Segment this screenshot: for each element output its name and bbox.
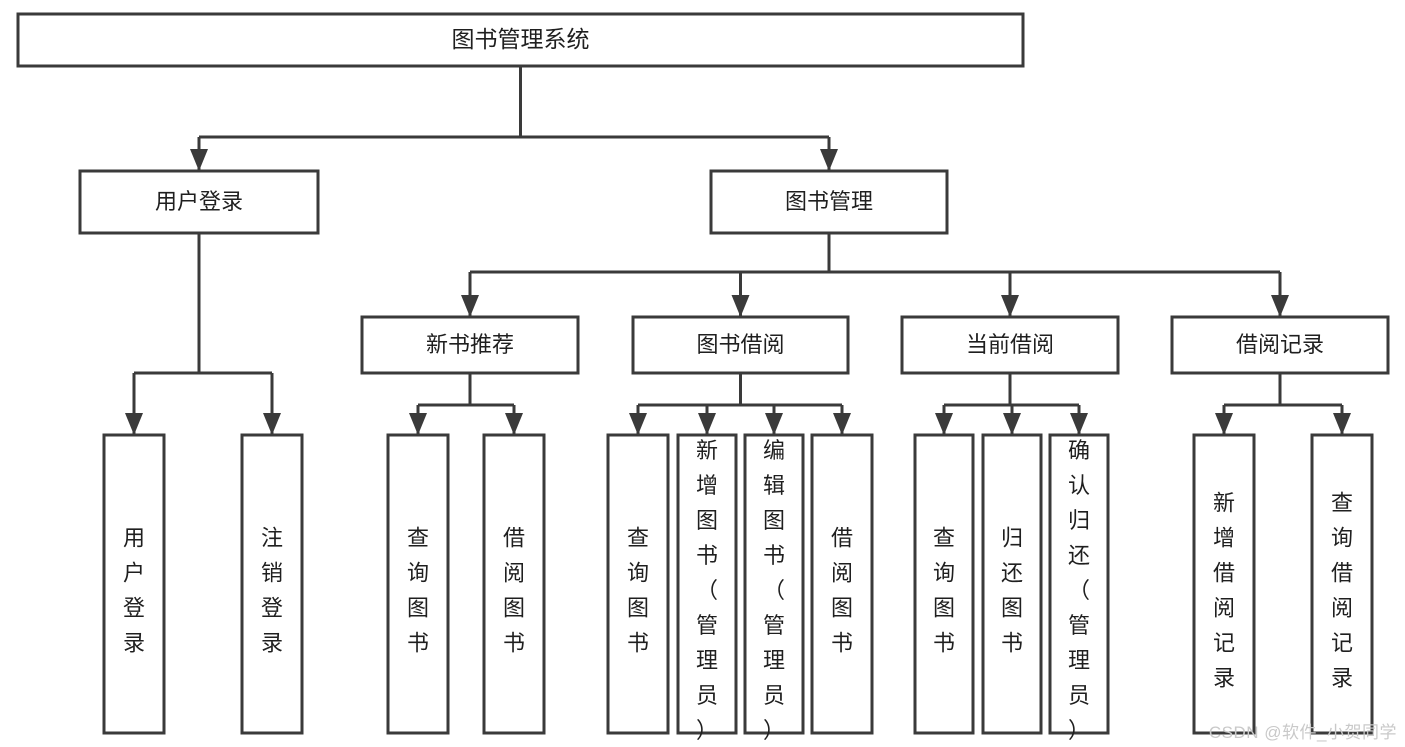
- node-label: 图书管理: [785, 189, 873, 214]
- arrow-head-icon: [1333, 413, 1351, 435]
- arrow-head-icon: [765, 413, 783, 435]
- node-label: 当前借阅: [966, 332, 1054, 357]
- node-leaf-11[interactable]: 确认归还（管理员）: [1048, 433, 1110, 743]
- arrow-head-icon: [190, 149, 208, 171]
- node-label: 新增借阅记录: [1213, 490, 1235, 690]
- node-level3-2[interactable]: 图书借阅: [631, 315, 850, 375]
- node-root-system[interactable]: 图书管理系统: [16, 12, 1025, 68]
- node-label: 借阅图书: [503, 525, 525, 655]
- node-label: 图书管理系统: [452, 26, 590, 52]
- node-leaf-10[interactable]: 归还图书: [981, 433, 1043, 735]
- node-level3-3[interactable]: 当前借阅: [900, 315, 1120, 375]
- arrow-head-icon: [409, 413, 427, 435]
- node-level2-2[interactable]: 图书管理: [709, 169, 949, 235]
- node-leaf-3[interactable]: 查询图书: [386, 433, 450, 735]
- arrow-head-icon: [833, 413, 851, 435]
- node-leaf-13[interactable]: 查询借阅记录: [1310, 433, 1374, 735]
- node-leaf-9[interactable]: 查询图书: [913, 433, 975, 735]
- arrow-head-icon: [263, 413, 281, 435]
- arrow-head-icon: [1271, 295, 1289, 317]
- node-label: 新增图书（管理员）: [696, 438, 718, 743]
- node-label: 查询图书: [407, 525, 429, 655]
- arrow-head-icon: [1003, 413, 1021, 435]
- arrow-head-icon: [731, 295, 750, 317]
- node-leaf-8[interactable]: 借阅图书: [810, 433, 874, 735]
- arrow-head-icon: [1215, 413, 1233, 435]
- node-leaf-12[interactable]: 新增借阅记录: [1192, 433, 1256, 735]
- node-leaf-2[interactable]: 注销登录: [240, 433, 304, 735]
- node-label: 借阅记录: [1236, 332, 1324, 357]
- node-label: 归还图书: [1001, 525, 1023, 655]
- node-leaf-6[interactable]: 新增图书（管理员）: [676, 433, 738, 743]
- node-label: 查询图书: [933, 525, 955, 655]
- arrow-head-icon: [505, 413, 523, 435]
- node-label: 查询借阅记录: [1331, 490, 1353, 690]
- node-label: 用户登录: [155, 189, 243, 214]
- node-label: 注销登录: [261, 525, 283, 655]
- node-level2-1[interactable]: 用户登录: [78, 169, 320, 235]
- node-label: 新书推荐: [426, 332, 514, 357]
- node-label: 用户登录: [123, 525, 145, 655]
- arrow-head-icon: [461, 295, 479, 317]
- node-label: 图书借阅: [696, 332, 784, 357]
- arrow-head-icon: [629, 413, 647, 435]
- node-layer: 图书管理系统用户登录图书管理新书推荐图书借阅当前借阅借阅记录用户登录注销登录查询…: [16, 12, 1390, 743]
- node-leaf-7[interactable]: 编辑图书（管理员）: [743, 433, 805, 743]
- arrow-head-icon: [1001, 295, 1019, 317]
- arrow-head-icon: [125, 413, 143, 435]
- arrow-head-icon: [698, 413, 716, 435]
- arrow-head-icon: [1070, 413, 1088, 435]
- node-level3-1[interactable]: 新书推荐: [360, 315, 580, 375]
- node-label: 编辑图书（管理员）: [763, 438, 785, 743]
- node-leaf-4[interactable]: 借阅图书: [482, 433, 546, 735]
- node-label: 查询图书: [627, 525, 649, 655]
- node-level3-4[interactable]: 借阅记录: [1170, 315, 1390, 375]
- arrow-head-icon: [935, 413, 953, 435]
- node-leaf-1[interactable]: 用户登录: [102, 433, 166, 735]
- node-label: 确认归还（管理员）: [1068, 438, 1090, 743]
- arrow-head-icon: [820, 149, 838, 171]
- node-leaf-5[interactable]: 查询图书: [606, 433, 670, 735]
- node-label: 借阅图书: [831, 525, 853, 655]
- connector-layer: [125, 66, 1351, 435]
